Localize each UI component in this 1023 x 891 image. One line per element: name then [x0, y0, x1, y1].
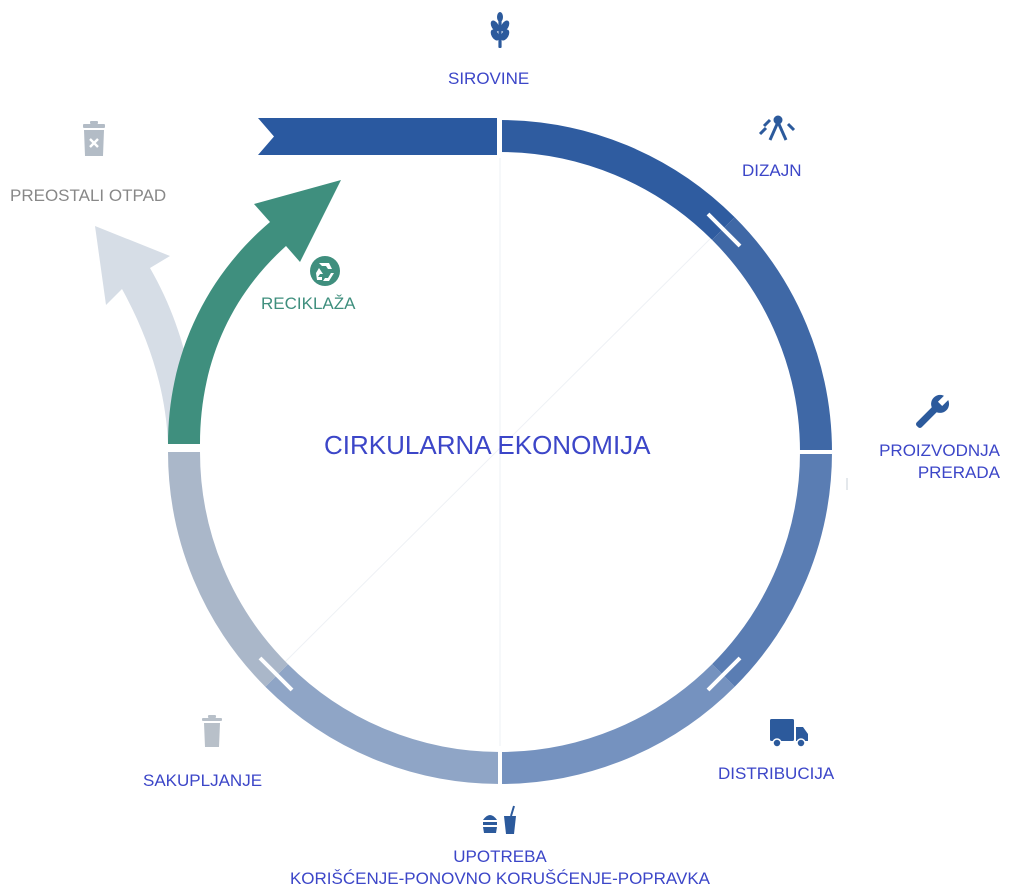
stage-label-proizvodnja-line1: PROIZVODNJA [879, 441, 1000, 460]
design-compass-icon [758, 115, 796, 141]
waste-bin-x-icon [83, 121, 105, 156]
stage-label-upotreba: UPOTREBA KORIŠĆENJE-PONOVNO KORUŠĆENJE-P… [230, 846, 770, 890]
ring-segment-proizvodnja [712, 451, 832, 687]
ring-divider-lines [284, 140, 716, 760]
ring-segment-dizajn [712, 217, 832, 453]
residual-waste-arrow [95, 226, 198, 444]
ring-segment-distribucija [499, 664, 735, 784]
ring [168, 120, 832, 784]
stage-label-sirovine: SIROVINE [448, 69, 530, 88]
recycling-arrow [168, 180, 341, 444]
stage-label-sakupljanje: SAKUPLJANJE [143, 771, 263, 790]
ring-segment-sakupljanje [168, 451, 288, 687]
stage-label-upotreba-line2: KORIŠĆENJE-PONOVNO KORUŠĆENJE-POPRAVKA [289, 869, 711, 888]
stage-label-dizajn: DIZAJN [742, 161, 802, 180]
food-drink-icon [483, 805, 516, 834]
wheat-icon [490, 12, 510, 48]
stage-label-preostali-otpad: PREOSTALI OTPAD [10, 186, 167, 205]
stage-label-distribucija: DISTRIBUCIJA [718, 764, 835, 783]
stage-label-reciklaza: RECIKLAŽA [261, 294, 356, 313]
ring-segment-upotreba [265, 664, 501, 784]
stage-label-proizvodnja-line2: PRERADA [917, 463, 1000, 482]
ring-segment-sirovine [499, 120, 735, 240]
ring-separators [162, 116, 838, 790]
stage-label-upotreba-line1: UPOTREBA [453, 847, 547, 866]
stage-label-proizvodnja: PROIZVODNJA PRERADA [870, 440, 1000, 484]
diagram-title: CIRKULARNA EKONOMIJA [324, 430, 651, 460]
truck-icon [770, 719, 808, 748]
trash-bin-icon [202, 715, 222, 747]
wrench-icon [916, 394, 950, 428]
raw-materials-band [258, 118, 497, 155]
recycle-icon [310, 256, 340, 286]
